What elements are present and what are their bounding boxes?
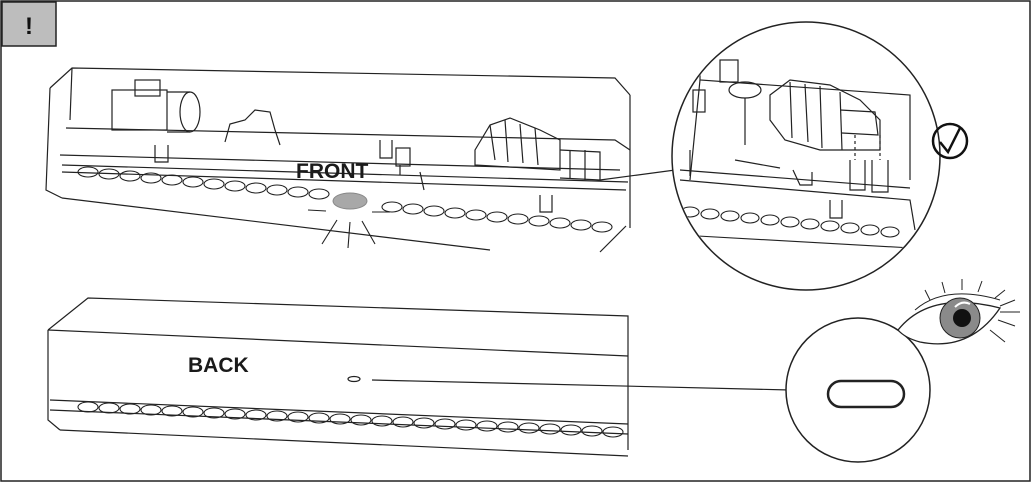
back-leader-line (371, 379, 791, 391)
status-led-glow (307, 192, 390, 249)
warning-icon: ! (1, 1, 57, 47)
eye-icon (897, 279, 1020, 345)
front-label: FRONT (296, 160, 368, 183)
back-unit (47, 297, 629, 457)
front-lens-holes (77, 166, 613, 233)
warning-symbol: ! (25, 13, 33, 40)
terminal-detail-zoom (671, 21, 941, 291)
back-lens-holes (77, 401, 624, 438)
check-circle-icon (931, 122, 969, 160)
slot-detail-zoom (785, 317, 931, 463)
back-label: BACK (188, 354, 249, 377)
front-unit (45, 67, 631, 253)
